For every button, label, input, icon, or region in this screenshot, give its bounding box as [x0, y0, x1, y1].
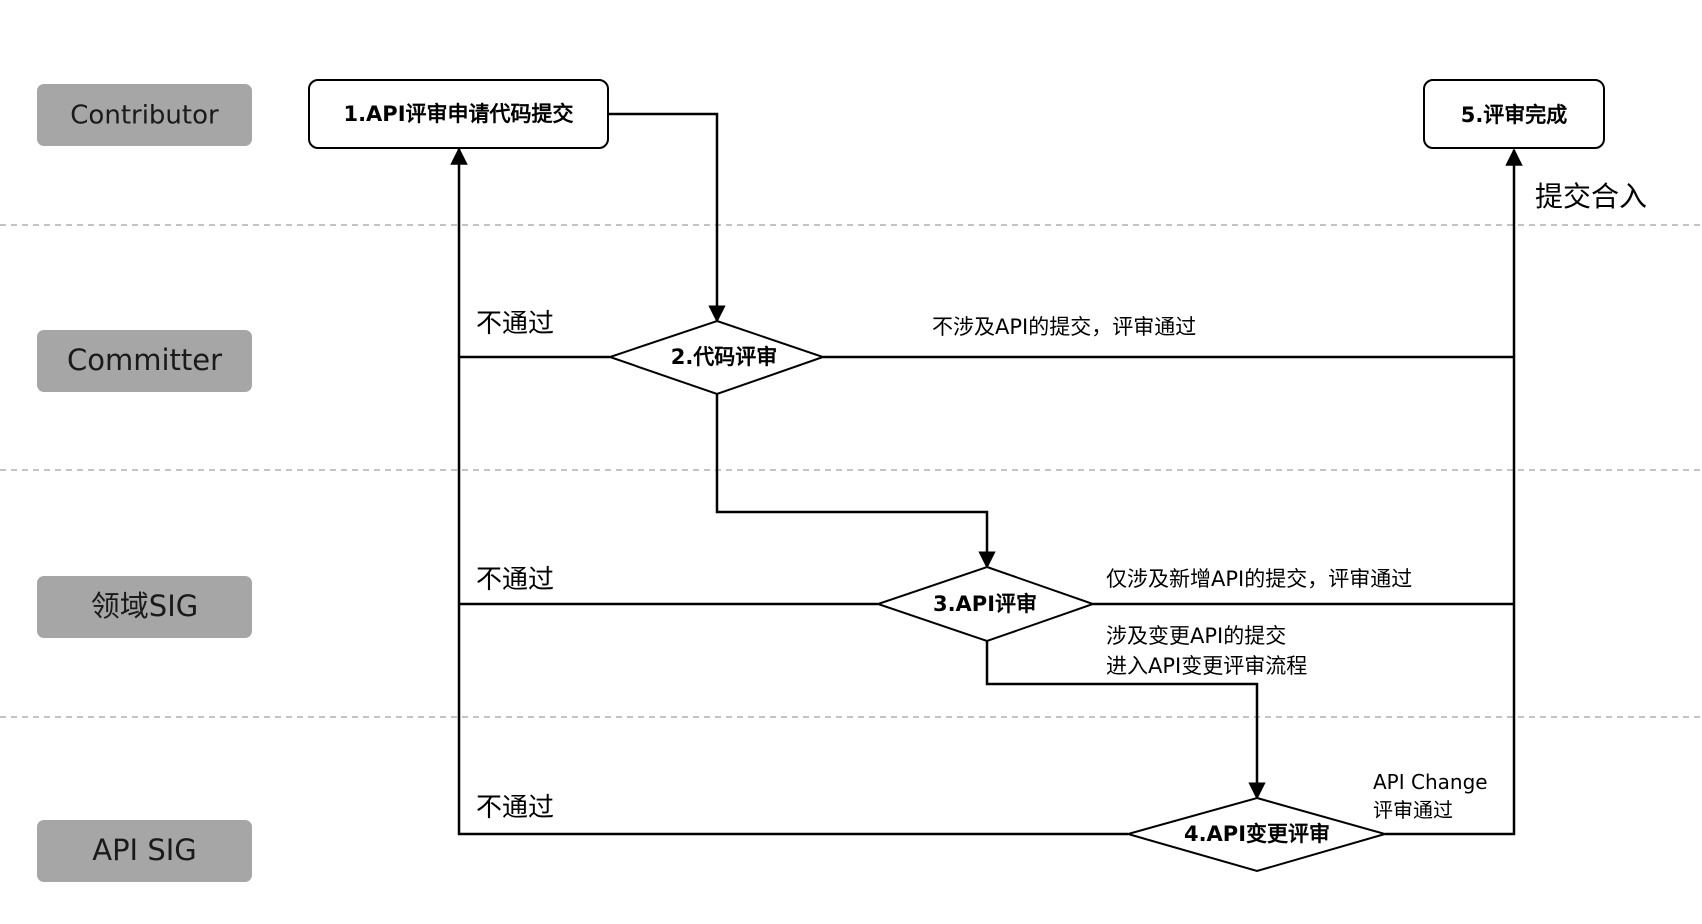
lane-label-contributor: Contributor — [37, 84, 252, 146]
lane-label-text: Committer — [67, 343, 222, 377]
lane-label-text: 领域SIG — [91, 589, 198, 623]
connectors — [450, 112, 1523, 836]
edge-label-change-api-line2: 进入API变更评审流程 — [1106, 654, 1307, 678]
lane-label-domain-sig: 领域SIG — [37, 576, 252, 638]
node-label: 1.API评审申请代码提交 — [343, 102, 573, 126]
node-submit: 1.API评审申请代码提交 — [308, 79, 609, 149]
lane-label-box — [37, 330, 252, 392]
edge-label-reject-committer: 不通过 — [476, 309, 554, 339]
edge-api-change-review-reject — [450, 147, 1128, 836]
node-label: 4.API变更评审 — [1184, 822, 1330, 846]
edge-api-change-review-pass — [1385, 148, 1523, 836]
lane-label-committer: Committer — [37, 330, 252, 392]
edge-label-reject-sig: 不通过 — [476, 565, 554, 595]
lane-label-text: API SIG — [92, 833, 197, 867]
lane-label-box — [37, 820, 252, 882]
node-code-review: 2.代码评审 — [606, 319, 827, 396]
lane-separators — [0, 224, 1702, 718]
edge-label-new-api-pass: 仅涉及新增API的提交，评审通过 — [1106, 567, 1412, 591]
decision-diamond — [1124, 796, 1389, 873]
edge-submit-to-code-review — [608, 112, 726, 323]
edge-label-reject-api-sig: 不通过 — [476, 793, 554, 823]
edge-label-merge: 提交合入 — [1535, 180, 1647, 213]
lane-label-box — [37, 576, 252, 638]
edge-label-change-api-line1: 涉及变更API的提交 — [1106, 624, 1286, 648]
edge-label-no-api-pass: 不涉及API的提交，评审通过 — [932, 315, 1196, 339]
lane-label-box — [37, 84, 252, 146]
node-done: 5.评审完成 — [1423, 79, 1605, 149]
lane-label-text: Contributor — [70, 101, 219, 131]
edge-label-api-change-pass-line1: API Change — [1373, 770, 1488, 794]
lane-label-api-sig: API SIG — [37, 820, 252, 882]
edge-label-api-change-pass-line2: 评审通过 — [1373, 798, 1453, 822]
node-api-change-review: 4.API变更评审 — [1124, 796, 1389, 873]
edge-code-review-to-api-review — [715, 394, 996, 569]
process-box — [308, 79, 609, 149]
node-api-review: 3.API评审 — [874, 565, 1097, 643]
process-box — [1423, 79, 1605, 149]
node-label: 2.代码评审 — [671, 345, 778, 369]
node-label: 5.评审完成 — [1461, 103, 1568, 127]
node-label: 3.API评审 — [933, 592, 1037, 616]
decision-diamond — [874, 565, 1097, 643]
decision-diamond — [606, 319, 827, 396]
edge-api-review-to-api-change-review — [985, 641, 1266, 800]
